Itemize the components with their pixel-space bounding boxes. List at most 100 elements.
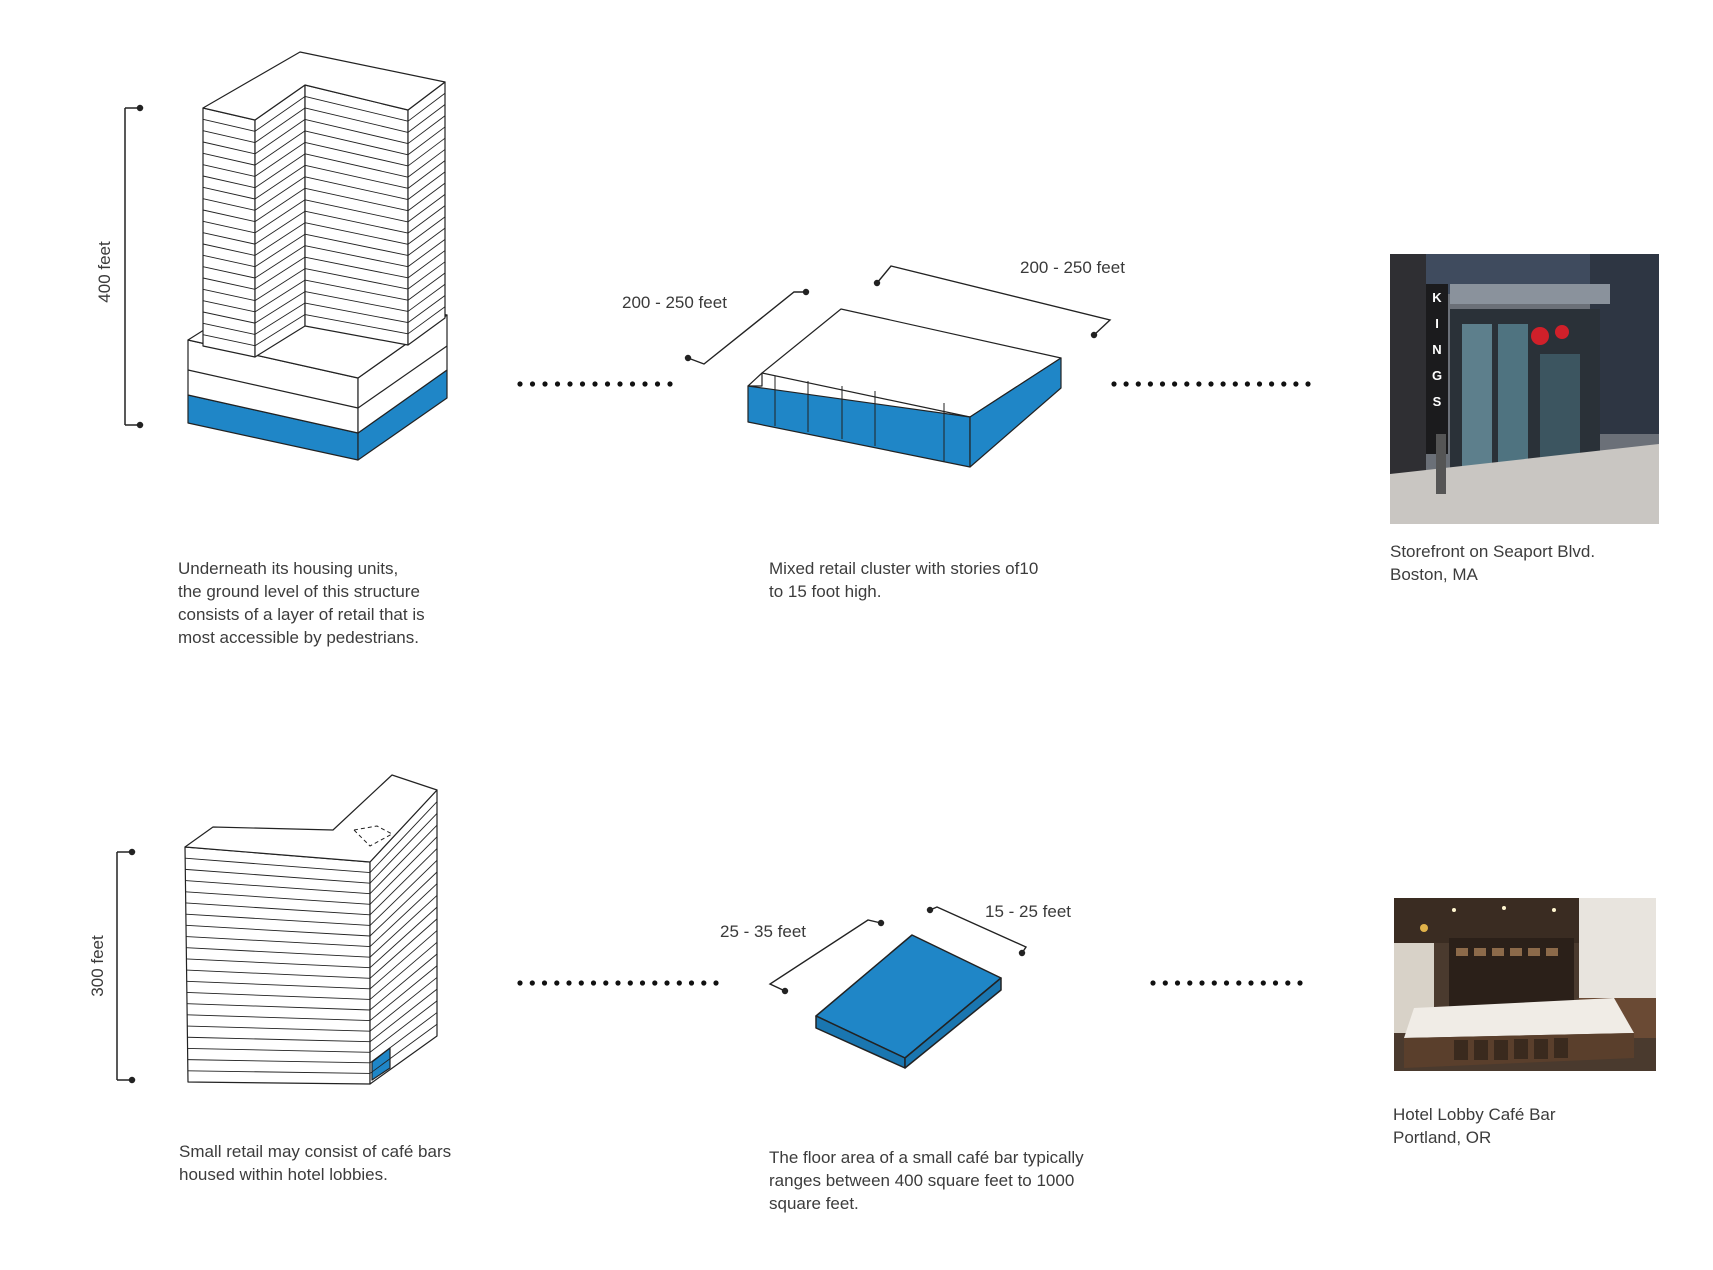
caption-line: most accessible by pedestrians. bbox=[178, 628, 419, 647]
connector-dot bbox=[1223, 980, 1230, 986]
footprint-dimension-left-small bbox=[768, 919, 885, 995]
connector-dot bbox=[1220, 381, 1226, 387]
connector-dot bbox=[1260, 980, 1266, 986]
cafe-bar-slab bbox=[815, 934, 1002, 1069]
caption-line: Boston, MA bbox=[1390, 565, 1478, 584]
connector-dot bbox=[1135, 381, 1141, 387]
connector-dot bbox=[541, 980, 548, 986]
connector-dot bbox=[688, 980, 695, 986]
tall-mixed-use-tower bbox=[187, 51, 448, 461]
caption-line: Mixed retail cluster with stories of10 bbox=[769, 559, 1039, 578]
caption-line: square feet. bbox=[769, 1194, 859, 1213]
connector-dot bbox=[1187, 980, 1193, 986]
connector-dots bbox=[517, 980, 719, 986]
connector-dot bbox=[1211, 980, 1217, 986]
connector-dot bbox=[1236, 980, 1242, 986]
caption-tall-tower: Underneath its housing units, the ground … bbox=[178, 557, 425, 649]
connector-dot bbox=[1123, 381, 1129, 387]
connector-dot bbox=[542, 381, 548, 387]
connector-dot bbox=[1147, 381, 1153, 387]
connector-dot bbox=[1297, 980, 1303, 986]
caption-line: to 15 foot high. bbox=[769, 582, 882, 601]
connector-dot bbox=[1281, 381, 1287, 387]
connector-dots bbox=[517, 381, 673, 387]
caption-line: the ground level of this structure bbox=[178, 582, 420, 601]
footprint-dimension-right-small bbox=[926, 906, 1028, 957]
connector-dot bbox=[554, 980, 560, 986]
connector-dot bbox=[517, 980, 523, 986]
connector-dots bbox=[1111, 381, 1311, 387]
connector-dot bbox=[627, 980, 633, 986]
connector-dot bbox=[629, 381, 636, 387]
connector-dot bbox=[1293, 381, 1299, 387]
caption-line: Portland, OR bbox=[1393, 1128, 1492, 1147]
caption-line: consists of a layer of retail that is bbox=[178, 605, 425, 624]
connector-dot bbox=[701, 980, 707, 986]
connector-dot bbox=[1269, 381, 1275, 387]
connector-dot bbox=[1159, 381, 1166, 387]
caption-hotel-tower: Small retail may consist of café bars hou… bbox=[179, 1140, 451, 1186]
connector-dot bbox=[639, 980, 646, 986]
connector-dot bbox=[1248, 980, 1254, 986]
connector-dot bbox=[652, 980, 658, 986]
connector-dot bbox=[1232, 381, 1238, 387]
caption-line: Small retail may consist of café bars bbox=[179, 1142, 452, 1161]
footprint-label-right: 200 - 250 feet bbox=[1020, 258, 1125, 277]
connector-dot bbox=[617, 381, 623, 387]
connector-dot bbox=[713, 980, 719, 986]
connector-dot bbox=[1174, 980, 1181, 986]
connector-dot bbox=[517, 381, 523, 387]
connector-dot bbox=[642, 381, 648, 387]
height-dimension-400 bbox=[124, 104, 144, 429]
connector-dot bbox=[615, 980, 621, 986]
connector-dot bbox=[579, 381, 586, 387]
connector-dot bbox=[604, 381, 611, 387]
connector-dot bbox=[1244, 381, 1250, 387]
caption-cafe-slab: The floor area of a small café bar typic… bbox=[769, 1146, 1084, 1215]
connector-dot bbox=[554, 381, 561, 387]
connector-dot bbox=[1285, 980, 1291, 986]
connector-dot bbox=[654, 381, 661, 387]
connector-dot bbox=[603, 980, 609, 986]
connector-dots bbox=[1150, 980, 1303, 986]
connector-dot bbox=[664, 980, 670, 986]
connector-dot bbox=[1162, 980, 1168, 986]
connector-dot bbox=[567, 381, 573, 387]
caption-line: ranges between 400 square feet to 1000 bbox=[769, 1171, 1075, 1190]
footprint-label-right-small: 15 - 25 feet bbox=[985, 902, 1071, 921]
connector-dot bbox=[676, 980, 682, 986]
footprint-dimension-left bbox=[684, 288, 810, 365]
connector-dot bbox=[566, 980, 572, 986]
caption-line: housed within hotel lobbies. bbox=[179, 1165, 388, 1184]
footprint-dimension-right bbox=[873, 265, 1112, 339]
caption-line: Hotel Lobby Café Bar bbox=[1393, 1105, 1556, 1124]
connector-dot bbox=[1172, 381, 1178, 387]
hotel-cafe-photo bbox=[1394, 898, 1656, 1071]
connector-dot bbox=[1199, 980, 1205, 986]
height-label-300: 300 feet bbox=[88, 935, 107, 997]
hotel-tower bbox=[184, 774, 438, 1085]
connector-dot bbox=[1256, 381, 1263, 387]
connector-dot bbox=[1305, 381, 1311, 387]
height-dimension-300 bbox=[116, 848, 136, 1084]
connector-dot bbox=[1111, 381, 1117, 387]
connector-dot bbox=[590, 980, 597, 986]
connector-dot bbox=[1184, 381, 1190, 387]
retail-cluster-slab bbox=[747, 308, 1062, 468]
connector-dot bbox=[529, 381, 536, 387]
caption-storefront-photo: Storefront on Seaport Blvd.Boston, MA bbox=[1390, 540, 1595, 586]
connector-dot bbox=[1208, 381, 1214, 387]
connector-dot bbox=[1272, 980, 1279, 986]
footprint-label-left-small: 25 - 35 feet bbox=[720, 922, 806, 941]
caption-line: Underneath its housing units, bbox=[178, 559, 399, 578]
connector-dot bbox=[578, 980, 584, 986]
footprint-label-left: 200 - 250 feet bbox=[622, 293, 727, 312]
caption-line: The floor area of a small café bar typic… bbox=[769, 1148, 1084, 1167]
connector-dot bbox=[1150, 980, 1156, 986]
connector-dot bbox=[667, 381, 673, 387]
connector-dot bbox=[1196, 381, 1202, 387]
